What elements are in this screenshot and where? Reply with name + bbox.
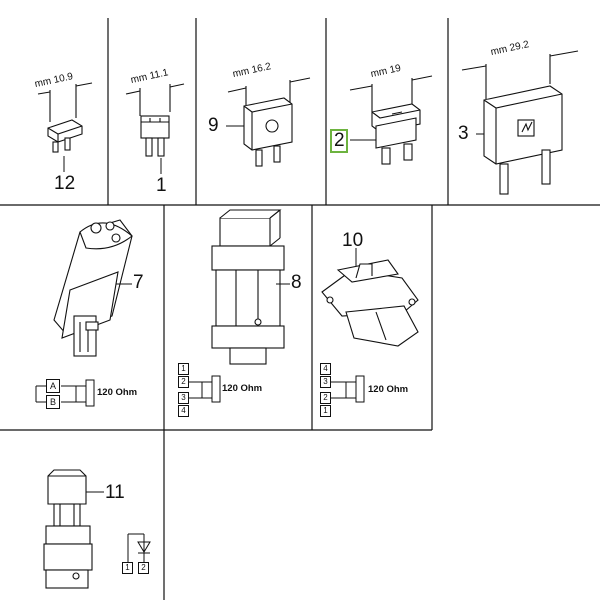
schematic-10-wiring — [331, 375, 365, 403]
pin-4-10: 4 — [320, 363, 331, 375]
part-number-10[interactable]: 10 — [342, 230, 364, 251]
resistor-label-7: 120 Ohm — [97, 387, 138, 398]
selected-part-highlight — [330, 129, 348, 153]
pin-2-10: 2 — [320, 392, 331, 404]
pin-2-8: 2 — [178, 376, 189, 388]
part-7-drawing — [53, 219, 133, 357]
resistor-label-10: 120 Ohm — [368, 384, 409, 395]
part-number-11[interactable]: 11 — [105, 482, 125, 503]
part-number-7[interactable]: 7 — [133, 272, 144, 293]
part-10-drawing — [321, 259, 419, 347]
diode-pin-2: 2 — [138, 562, 149, 574]
part-number-3[interactable]: 3 — [458, 123, 469, 144]
resistor-label-8: 120 Ohm — [222, 383, 263, 394]
part-3-drawing — [461, 50, 579, 195]
pin-1-8: 1 — [178, 363, 189, 375]
pin-3-10: 3 — [320, 376, 331, 388]
schematic-7-wiring — [35, 379, 95, 407]
diode-pin-1: 1 — [122, 562, 133, 574]
pin-1-10: 1 — [320, 405, 331, 417]
part-9-drawing — [227, 77, 311, 167]
pin-b-7: B — [46, 395, 60, 409]
part-8-drawing — [211, 209, 285, 365]
part-number-9[interactable]: 9 — [208, 115, 219, 136]
schematic-8-wiring — [189, 375, 221, 403]
part-11-drawing — [43, 469, 93, 589]
diode-icon — [127, 533, 151, 562]
part-number-12[interactable]: 12 — [54, 173, 76, 194]
pin-a-7: A — [46, 379, 60, 393]
part-number-2[interactable]: 2 — [334, 130, 345, 151]
part-number-1[interactable]: 1 — [156, 175, 167, 196]
part-1-drawing — [125, 83, 185, 157]
part-12-drawing — [37, 82, 93, 153]
part-number-8[interactable]: 8 — [291, 272, 302, 293]
pin-4-8: 4 — [178, 405, 189, 417]
pin-3-8: 3 — [178, 392, 189, 404]
part-2-drawing — [349, 75, 433, 165]
